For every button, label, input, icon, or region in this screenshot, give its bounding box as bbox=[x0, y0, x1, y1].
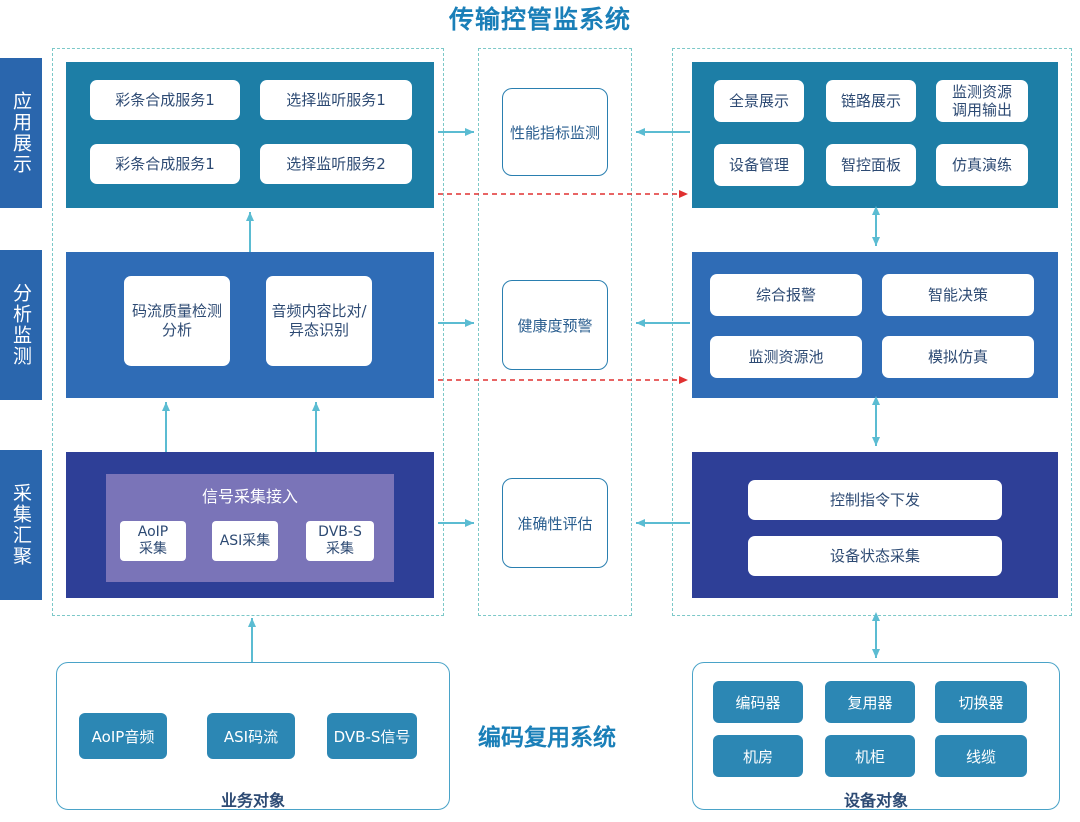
app-chip: 智控面板 bbox=[826, 144, 916, 186]
analysis-right-chip: 综合报警 bbox=[710, 274, 862, 316]
signal-collection-title: 信号采集接入 bbox=[201, 487, 298, 506]
device-objects-label: 设备对象 bbox=[843, 791, 908, 810]
left-collection-panel: 信号采集接入 AoIP 采集 ASI采集 DVB-S 采集 bbox=[66, 452, 434, 598]
device-object-chip: 线缆 bbox=[935, 735, 1027, 777]
analysis-right-chip: 智能决策 bbox=[882, 274, 1034, 316]
side-tab-app-display: 应用展示 bbox=[0, 58, 42, 208]
left-app-panel: 彩条合成服务1 选择监听服务1 彩条合成服务1 选择监听服务2 bbox=[66, 62, 434, 208]
device-object-chip: 编码器 bbox=[713, 681, 803, 723]
service-chip: 选择监听服务2 bbox=[260, 144, 412, 184]
device-objects-box: 编码器 复用器 切换器 机房 机柜 线缆 设备对象 bbox=[692, 662, 1060, 810]
left-analysis-panel: 码流质量检测 分析 音频内容比对/ 异态识别 bbox=[66, 252, 434, 398]
service-chip: 彩条合成服务1 bbox=[90, 80, 240, 120]
analysis-right-chip: 模拟仿真 bbox=[882, 336, 1034, 378]
right-app-panel: 全景展示 链路展示 监测资源 调用输出 设备管理 智控面板 仿真演练 bbox=[692, 62, 1058, 208]
device-object-chip: 机柜 bbox=[825, 735, 915, 777]
service-chip: 彩条合成服务1 bbox=[90, 144, 240, 184]
control-chip: 控制指令下发 bbox=[748, 480, 1002, 520]
business-objects-label: 业务对象 bbox=[220, 791, 285, 810]
business-object-chip: ASI码流 bbox=[207, 713, 295, 759]
app-chip: 设备管理 bbox=[714, 144, 804, 186]
center-box-accuracy: 准确性评估 bbox=[502, 478, 608, 568]
encoder-system-label: 编码复用系统 bbox=[478, 725, 616, 751]
service-chip: 选择监听服务1 bbox=[260, 80, 412, 120]
analysis-chip: 码流质量检测 分析 bbox=[124, 276, 230, 366]
right-collection-panel: 控制指令下发 设备状态采集 bbox=[692, 452, 1058, 598]
app-chip: 监测资源 调用输出 bbox=[936, 80, 1028, 122]
app-chip: 仿真演练 bbox=[936, 144, 1028, 186]
side-tab-analysis-monitoring: 分析监测 bbox=[0, 250, 42, 400]
collection-chip: ASI采集 bbox=[212, 521, 278, 561]
analysis-chip: 音频内容比对/ 异态识别 bbox=[266, 276, 372, 366]
collection-chip: DVB-S 采集 bbox=[306, 521, 374, 561]
signal-collection-group: 信号采集接入 AoIP 采集 ASI采集 DVB-S 采集 bbox=[106, 474, 394, 582]
analysis-right-chip: 监测资源池 bbox=[710, 336, 862, 378]
diagram-title: 传输控管监系统 bbox=[448, 5, 631, 34]
right-analysis-panel: 综合报警 智能决策 监测资源池 模拟仿真 bbox=[692, 252, 1058, 398]
device-object-chip: 复用器 bbox=[825, 681, 915, 723]
center-box-performance: 性能指标监测 bbox=[502, 88, 608, 176]
device-object-chip: 切换器 bbox=[935, 681, 1027, 723]
center-box-health: 健康度预警 bbox=[502, 280, 608, 370]
side-tab-collection: 采集汇聚 bbox=[0, 450, 42, 600]
business-object-chip: DVB-S信号 bbox=[327, 713, 417, 759]
device-object-chip: 机房 bbox=[713, 735, 803, 777]
collection-chip: AoIP 采集 bbox=[120, 521, 186, 561]
control-chip: 设备状态采集 bbox=[748, 536, 1002, 576]
business-object-chip: AoIP音频 bbox=[79, 713, 167, 759]
left-dashed-container bbox=[52, 48, 444, 616]
app-chip: 全景展示 bbox=[714, 80, 804, 122]
center-dashed-container bbox=[478, 48, 632, 616]
app-chip: 链路展示 bbox=[826, 80, 916, 122]
business-objects-box: AoIP音频 ASI码流 DVB-S信号 业务对象 bbox=[56, 662, 450, 810]
